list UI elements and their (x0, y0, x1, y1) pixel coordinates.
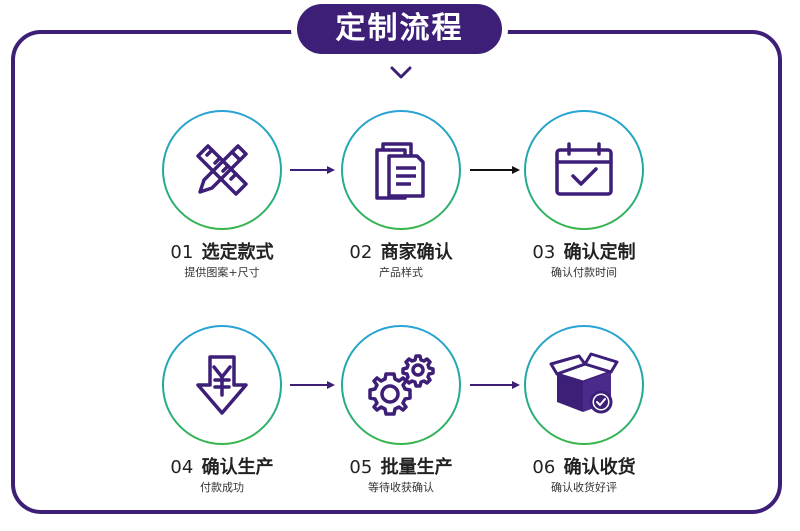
pencil-ruler-icon (196, 144, 248, 196)
package-check-icon (549, 352, 619, 414)
step-4-circle (162, 325, 282, 445)
step-2-circle (341, 110, 461, 230)
step-2-title: 02 商家确认 (349, 242, 453, 263)
step-3-circle (524, 110, 644, 230)
calendar-check-icon (555, 142, 613, 196)
documents-icon (375, 142, 425, 200)
arrow-1-2 (290, 166, 335, 174)
step-1-circle (162, 110, 282, 230)
chevron-down-icon (390, 66, 412, 79)
page-title: 定制流程 (297, 4, 502, 54)
step-5-subtitle: 等待收获确认 (368, 481, 434, 494)
step-5-title: 05 批量生产 (349, 457, 453, 478)
step-4-subtitle: 付款成功 (200, 481, 244, 494)
arrow-2-3 (470, 166, 520, 174)
step-2-subtitle: 产品样式 (379, 266, 423, 279)
step-5-circle (341, 325, 461, 445)
arrow-5-6 (470, 381, 520, 389)
step-6-subtitle: 确认收货好评 (551, 481, 617, 494)
yuan-down-arrow-icon (196, 355, 248, 415)
step-3-subtitle: 确认付款时间 (551, 266, 617, 279)
step-1-subtitle: 提供图案+尺寸 (184, 266, 260, 279)
step-6-title: 06 确认收货 (532, 457, 636, 478)
step-3-title: 03 确认定制 (532, 242, 636, 263)
step-1-title: 01 选定款式 (170, 242, 274, 263)
arrow-4-5 (290, 381, 335, 389)
step-6-circle (524, 325, 644, 445)
gears-icon (368, 354, 435, 416)
step-4-title: 04 确认生产 (170, 457, 274, 478)
